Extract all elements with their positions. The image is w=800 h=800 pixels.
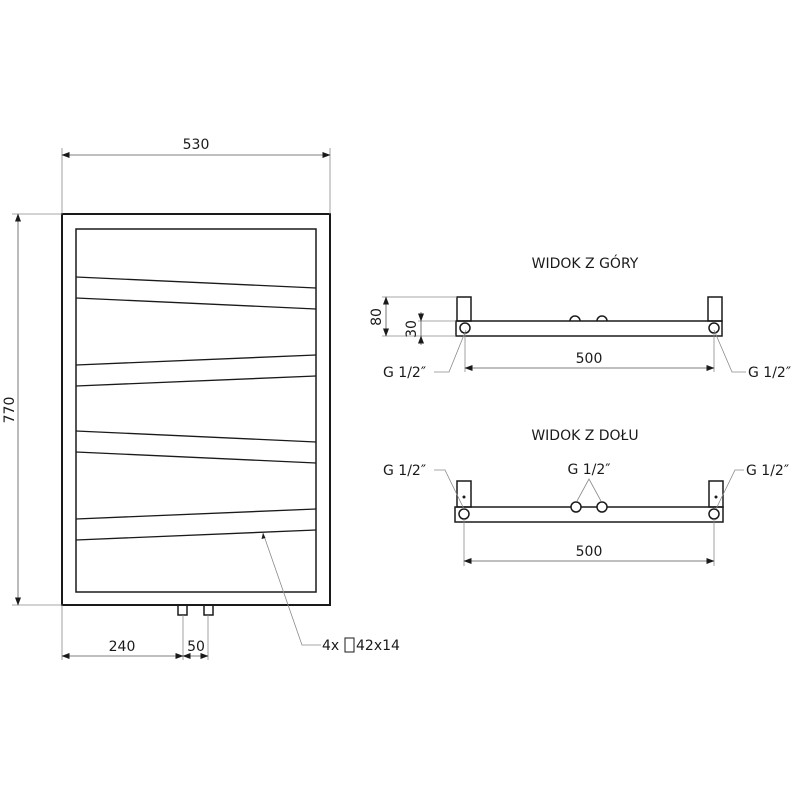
connection-stub-right — [203, 604, 214, 616]
bottom-connection-left: G 1/2″ — [383, 463, 426, 479]
supply-connection-1 — [570, 501, 582, 513]
bar-1-bottom — [75, 297, 317, 310]
bottom-span-label: 500 — [576, 544, 603, 560]
width-dimension: 530 — [61, 137, 331, 214]
diagonal-bars — [75, 276, 317, 541]
connection-bump-1 — [569, 315, 581, 322]
mount-hole-right-icon — [714, 495, 718, 499]
supply-connection-2 — [596, 501, 608, 513]
pipe-end-left — [458, 508, 470, 520]
bar-count-label: 4x — [322, 638, 339, 654]
wall-bracket-left — [456, 480, 472, 508]
bar-4-bottom — [75, 529, 317, 541]
radiator-outer-frame — [61, 213, 331, 606]
wall-bracket-left — [456, 296, 472, 322]
bottom-view-title: WIDOK Z DOŁU — [531, 428, 638, 444]
connection-bump-2 — [596, 315, 608, 322]
top-view-title: WIDOK Z GÓRY — [532, 254, 639, 272]
bottom-connection-center: G 1/2″ — [567, 462, 610, 478]
bar-3-top — [75, 430, 317, 443]
connection-dimensions: 240 50 — [61, 605, 209, 660]
width-label: 530 — [183, 137, 210, 153]
pipe-end-right — [708, 322, 720, 334]
height-dimension: 770 — [2, 213, 62, 606]
mount-hole-left-icon — [462, 495, 466, 499]
radiator-inner-frame — [75, 228, 317, 593]
height-label: 770 — [2, 397, 18, 424]
top-connection-right: G 1/2″ — [748, 365, 791, 381]
bar-2-top — [75, 354, 317, 366]
depth-label: 80 — [369, 308, 385, 326]
top-view: WIDOK Z GÓRY 80 30 500 G 1/2″ G 1/2″ — [369, 254, 791, 381]
bar-3-bottom — [75, 451, 317, 464]
offset-label: 240 — [109, 639, 136, 655]
top-view-frame-bar — [455, 320, 723, 337]
pipe-depth-label: 30 — [404, 320, 420, 338]
bar-profile-callout: 4x 42x14 — [261, 532, 400, 654]
bar-1-top — [75, 276, 317, 289]
square-profile-icon — [344, 637, 355, 653]
bar-size-label: 42x14 — [356, 638, 400, 654]
front-view: 530 770 240 50 4x 42x14 — [2, 137, 400, 660]
bottom-view: WIDOK Z DOŁU G 1/2″ G 1/2″ G 1/2″ 500 — [383, 428, 789, 566]
connection-stub-left — [177, 604, 188, 616]
spacing-label: 50 — [187, 639, 205, 655]
wall-bracket-right — [707, 296, 723, 322]
bottom-connection-right: G 1/2″ — [746, 463, 789, 479]
top-span-label: 500 — [576, 351, 603, 367]
pipe-end-right — [708, 508, 720, 520]
bar-2-bottom — [75, 375, 317, 387]
bar-4-top — [75, 508, 317, 520]
bottom-view-frame-bar — [454, 506, 724, 523]
wall-bracket-right — [708, 480, 724, 508]
top-connection-left: G 1/2″ — [383, 365, 426, 381]
